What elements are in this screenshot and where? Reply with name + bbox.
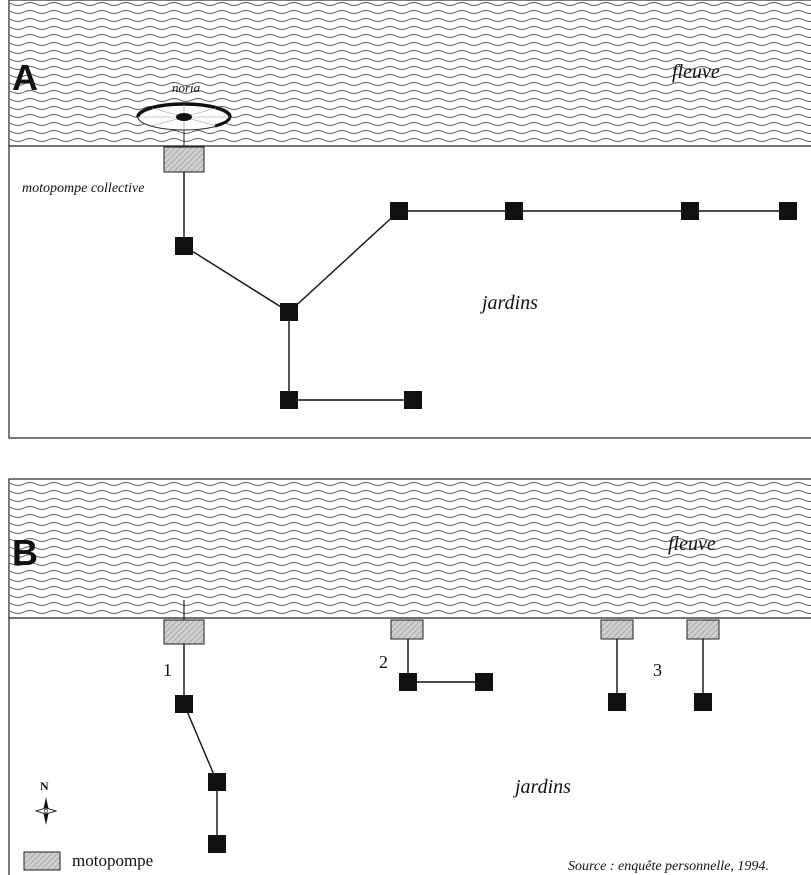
collective-pump-label: motopompe collective [22, 181, 144, 196]
panel-a: A fleuve noria motopompe collective [8, 0, 811, 439]
panel-a-gardens-label: jardins [479, 292, 538, 314]
pump-number-2: 2 [379, 652, 388, 672]
collective-pump [163, 146, 205, 173]
panel-a-river-label: fleuve [672, 61, 720, 83]
panel-b-river [10, 480, 811, 618]
north-label: N [40, 779, 49, 793]
garden-plot [608, 693, 626, 711]
garden-plot [404, 391, 422, 409]
garden-plot [505, 202, 523, 220]
garden-plot [694, 693, 712, 711]
pump [163, 619, 205, 645]
panel-b-river-label: fleuve [668, 533, 716, 555]
panel-a-letter: A [12, 57, 38, 98]
garden-plot [280, 391, 298, 409]
panel-b-gardens-label: jardins [512, 776, 571, 798]
panel-b-plots [175, 673, 712, 853]
panel-b-letter: B [12, 532, 38, 573]
pump [390, 619, 424, 640]
garden-plot [175, 237, 193, 255]
source-note: Source : enquête personnelle, 1994. [568, 859, 769, 874]
panel-b-network [183, 639, 704, 844]
garden-plot [280, 303, 298, 321]
garden-plot [175, 695, 193, 713]
garden-plot [475, 673, 493, 691]
legend-pump-swatch [23, 851, 61, 871]
garden-plot [399, 673, 417, 691]
pump-number-1: 1 [163, 660, 172, 680]
garden-plot [681, 202, 699, 220]
pump-number-3: 3 [653, 660, 662, 680]
garden-plot [208, 835, 226, 853]
panel-a-network [183, 172, 788, 401]
noria-label: noria [172, 80, 201, 95]
panel-a-plots [175, 202, 797, 409]
legend-pump-label: motopompe [72, 851, 153, 870]
pump [600, 619, 634, 640]
pump [686, 619, 720, 640]
garden-plot [208, 773, 226, 791]
panel-b-pumps [163, 619, 720, 645]
garden-plot [390, 202, 408, 220]
noria-icon [136, 102, 232, 146]
north-arrow-icon [34, 797, 58, 825]
garden-plot [779, 202, 797, 220]
panel-b: B fleuve [8, 478, 811, 875]
